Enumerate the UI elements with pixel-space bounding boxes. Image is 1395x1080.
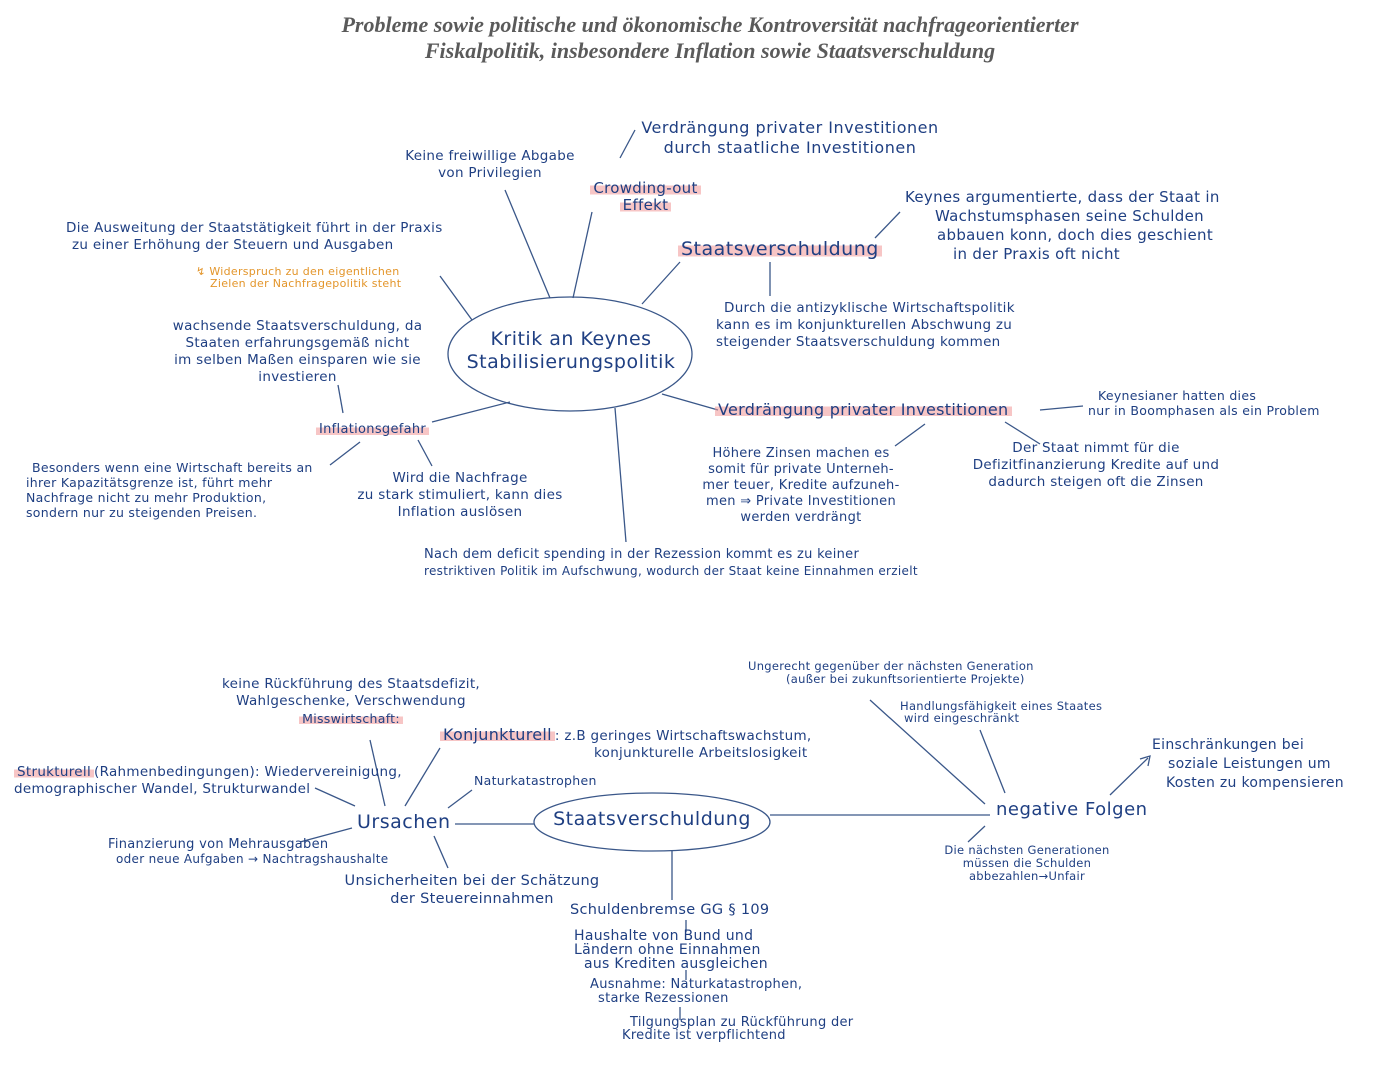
- node-tilgungsplan: Tilgungsplan zu Rückführung der Kredite …: [622, 1015, 854, 1043]
- node-expansion: Die Ausweitung der Staatstätigkeit führt…: [66, 220, 443, 253]
- center-node-kritik: Kritik an Keynes Stabilisierungspolitik: [466, 328, 676, 373]
- node-ungerecht: Ungerecht gegenüber der nächsten Generat…: [748, 659, 1034, 686]
- node-haushalte: Haushalte von Bund und Ländern ohne Einn…: [574, 928, 768, 972]
- note-widerspruch: ↯ Widerspruch zu den eigentlichen Zielen…: [196, 265, 402, 290]
- node-handlungsfaehigkeit: Handlungsfähigkeit eines Staates wird ei…: [900, 699, 1103, 725]
- node-strukturell: Strukturell(Rahmenbedingungen): Wiederve…: [14, 764, 402, 797]
- node-nachfrage-stimuliert: Wird die Nachfrage zu stark stimuliert, …: [357, 470, 563, 520]
- node-defizitfinanzierung: Der Staat nimmt für die Defizitfinanzier…: [972, 440, 1220, 490]
- node-unsicherheiten: Unsicherheiten bei der Schätzung der Ste…: [344, 873, 600, 907]
- node-negative-folgen: negative Folgen: [996, 799, 1148, 820]
- node-schuldenbremse: Schuldenbremse GG § 109: [570, 902, 770, 918]
- node-misswirtschaft: keine Rückführung des Staatsdefizit, Wah…: [221, 676, 481, 726]
- node-naechste-generationen: Die nächsten Generationen müssen die Sch…: [944, 843, 1110, 883]
- node-finanzierung: Finanzierung von Mehrausgaben oder neue …: [108, 837, 389, 867]
- node-staatsverschuldung-1: Staatsverschuldung: [678, 238, 882, 261]
- node-wachsende-schulden: wachsende Staatsverschuldung, da Staaten…: [172, 318, 423, 385]
- center-ellipse-staatsverschuldung: [533, 792, 771, 852]
- node-ursachen: Ursachen: [357, 811, 451, 833]
- node-keynesianer: Keynesianer hatten dies nur in Boomphase…: [1088, 388, 1320, 418]
- title-line-2: Fiskalpolitik, insbesondere Inflation so…: [424, 38, 996, 63]
- node-hoehere-zinsen: Höhere Zinsen machen es somit für privat…: [702, 446, 900, 525]
- node-privileges: Keine freiwillige Abgabe von Privilegien: [405, 148, 575, 181]
- node-inflationsgefahr: Inflationsgefahr: [316, 421, 430, 438]
- node-kapazitaetsgrenze: Besonders wenn eine Wirtschaft bereits a…: [26, 460, 313, 520]
- node-antizyklisch: Durch die antizyklische Wirtschaftspolit…: [716, 300, 1015, 350]
- page-title: Probleme sowie politische und ökonomisch…: [0, 12, 1395, 64]
- node-crowding-out-detail: Verdrängung privater Investitionen durch…: [641, 118, 939, 157]
- node-ausnahme: Ausnahme: Naturkatastrophen, starke Reze…: [590, 977, 803, 1006]
- node-deficit-spending: Nach dem deficit spending in der Rezessi…: [424, 547, 918, 578]
- node-einschraenkungen: Einschränkungen bei soziale Leistungen u…: [1152, 737, 1344, 791]
- node-keynes-argument: Keynes argumentierte, dass der Staat in …: [905, 188, 1220, 263]
- title-line-1: Probleme sowie politische und ökonomisch…: [341, 12, 1079, 37]
- node-crowding-out-label: Crowding-out Effekt: [578, 179, 713, 214]
- node-naturkatastrophen: Naturkatastrophen: [474, 773, 597, 788]
- center-ellipse-kritik: [447, 296, 693, 412]
- node-konjunkturell: Konjunkturell: z.B geringes Wirtschaftsw…: [440, 725, 812, 762]
- center-node-staatsverschuldung: Staatsverschuldung: [553, 808, 751, 830]
- node-verdraengung: Verdrängung privater Investitionen: [715, 400, 1012, 420]
